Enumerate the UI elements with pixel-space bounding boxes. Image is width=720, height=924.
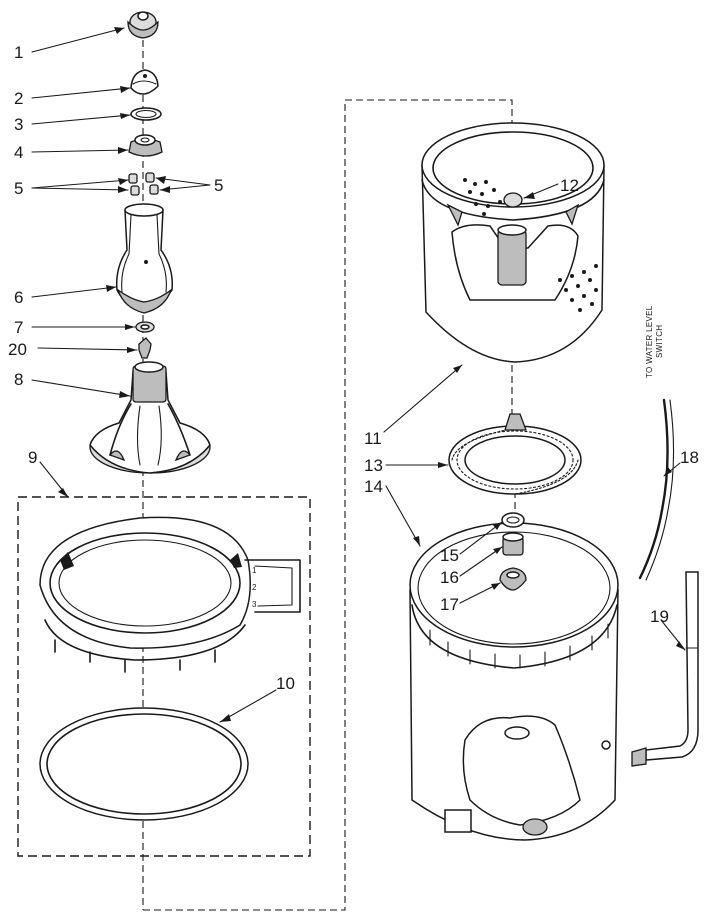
callout-7: 7 [14,318,23,337]
callout-2: 2 [14,89,23,108]
spin-basket-part [421,122,605,363]
kit-box-outline [17,496,311,857]
bolt-part [138,337,152,359]
callout-11: 11 [364,429,382,448]
note-line-2: SWITCH [655,325,664,358]
callout-14: 14 [364,477,383,496]
water-level-switch-note: TO WATER LEVEL SWITCH [645,305,664,378]
leader-arrowheads [58,27,685,722]
callout-16: 16 [440,568,459,587]
agitator-dogs-part [128,172,159,196]
hub-nut-part [499,567,527,591]
callout-12: 12 [560,176,579,195]
tub-ring-mark-3: 3 [252,600,257,609]
agitator-cap-part [127,11,159,39]
washer-part [135,321,155,333]
callout-9: 9 [28,448,37,467]
tub-ring-mark-1: 1 [252,566,257,575]
callout-5-right: 5 [214,176,223,195]
inlet-hose-part [631,571,699,767]
cap-seal-part [130,69,159,95]
callout-19: 19 [650,607,669,626]
callout-6: 6 [14,288,23,307]
pressure-hose-part [638,398,675,581]
tub-ring-mark-2: 2 [252,583,257,592]
callout-18: 18 [680,448,699,467]
callout-5-left: 5 [14,179,23,198]
agitator-part [115,203,174,314]
note-line-1: TO WATER LEVEL [645,305,654,378]
callout-10: 10 [276,674,295,693]
tub-ring-part: 1 2 3 [39,516,301,673]
callout-17: 17 [440,595,459,614]
dog-housing-part [128,134,163,157]
callout-3: 3 [14,115,23,134]
drive-plate-part [448,413,582,495]
callout-13: 13 [364,456,383,475]
callout-8: 8 [14,370,23,389]
callout-1: 1 [14,43,23,62]
o-ring-part [130,107,162,121]
callout-15: 15 [440,546,459,565]
clutch-spring-part [502,532,524,556]
callout-20: 20 [8,340,27,359]
agitator-base-part [89,361,211,474]
seal-ring-part [39,707,249,821]
basket-perforations-left [463,178,502,216]
basket-perforations-right [558,264,598,312]
callout-4: 4 [14,143,23,162]
clutch-ring-part [501,512,525,528]
callout-labels: 1 2 3 4 5 5 6 7 20 8 9 10 11 12 13 14 15… [8,43,699,693]
